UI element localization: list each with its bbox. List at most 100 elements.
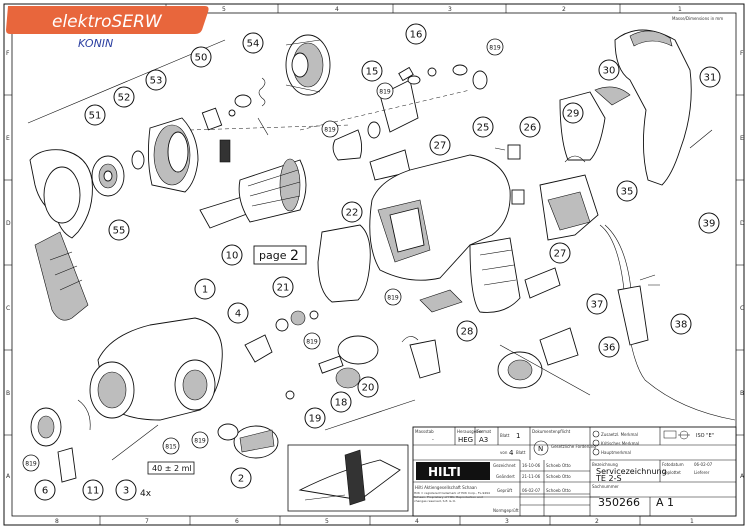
- gear-assembly-drawing: [497, 327, 591, 396]
- tb-normgeprueft-label: Normgeprüft: [493, 508, 519, 513]
- callout-27: 27: [549, 242, 571, 264]
- tb-gesetz: Gesetzliche Forderung: [551, 444, 596, 449]
- callout-52: 52: [113, 86, 135, 108]
- tb-blatt-label: Blatt: [500, 433, 510, 438]
- circlip-11-drawing: [77, 399, 91, 431]
- border-ticks: [4, 4, 744, 525]
- piston-drawing: [332, 64, 488, 161]
- selector-knob-drawing: [217, 423, 279, 459]
- page-reference-box[interactable]: page 2: [253, 245, 307, 265]
- right-grid-letter: C: [740, 305, 744, 312]
- callout-circle: [82, 479, 104, 501]
- callout-label: 28: [461, 327, 474, 338]
- right-grid-letter: F: [740, 50, 744, 57]
- page-word: page: [259, 249, 287, 262]
- tb-fotodatum-value: 06-02-07: [694, 462, 713, 467]
- callout-circle: [304, 407, 326, 429]
- callout-circle: [486, 38, 504, 56]
- callout-circle: [108, 219, 130, 241]
- callout-circle: [194, 278, 216, 300]
- tb-herausgeber-value: HEG: [458, 436, 473, 444]
- page-number: 2: [290, 248, 299, 264]
- right-grid-letter: D: [740, 220, 745, 227]
- callout-label: 819: [324, 127, 336, 134]
- callout-circle: [616, 180, 638, 202]
- bottom-grid-number: 8: [55, 518, 59, 525]
- callout-label: 3: [123, 486, 129, 497]
- hilti-logo: HILTI: [428, 465, 461, 479]
- callout-circle: [221, 244, 243, 266]
- callout-label: 819: [306, 339, 318, 346]
- tb-fotodatum-label: Fotodatum: [662, 462, 684, 467]
- tb-geaendert-label: Geändert: [496, 474, 515, 479]
- top-grid-number: 1: [678, 6, 682, 13]
- callout-26: 26: [519, 116, 541, 138]
- callout-28: 28: [456, 320, 478, 342]
- tb-bezeichnung-label: Bezeichnung: [592, 462, 618, 467]
- callout-circle: [698, 212, 720, 234]
- callout-label: 35: [621, 187, 634, 198]
- callout-55: 55: [108, 219, 130, 241]
- callout-label: 21: [277, 283, 290, 294]
- callout-circle: [598, 336, 620, 358]
- small-parts-50-drawing: [201, 77, 269, 163]
- tb-geprueft-date: 06-02-07: [522, 488, 541, 493]
- callout-4: 4: [227, 302, 249, 324]
- callout-label: 29: [567, 109, 580, 120]
- washers-21-drawing: [275, 310, 319, 332]
- callout-50: 50: [190, 46, 212, 68]
- callout-21: 21: [272, 276, 294, 298]
- callout-label: 52: [118, 93, 131, 104]
- plate-28-drawing: [419, 289, 463, 313]
- callout-label: 2: [238, 474, 244, 485]
- tb-format-value: A3: [479, 436, 488, 444]
- tb-masstab-label: Massstab: [415, 429, 434, 434]
- callout-39: 39: [698, 212, 720, 234]
- chuck-drawing: [147, 117, 199, 193]
- callout-label: 55: [113, 226, 126, 237]
- callout-25: 25: [472, 116, 494, 138]
- callout-label: 39: [703, 219, 716, 230]
- logo-city: KONIN: [78, 37, 113, 50]
- callout-819: 819: [321, 120, 339, 138]
- callout-819: 819: [22, 454, 40, 472]
- tb-bezeichnung-1: Servicezeichnung: [596, 467, 667, 476]
- svg-text:N: N: [538, 445, 543, 453]
- callout-label: 36: [603, 343, 616, 354]
- callout-circle: [341, 201, 363, 223]
- tb-geaendert-date: 21-11-06: [522, 474, 541, 479]
- callout-label: 20: [362, 383, 375, 394]
- tb-doc-label: Dokumentenpflicht: [532, 429, 571, 434]
- lever-drawing: [244, 334, 273, 363]
- callout-circle: [162, 437, 180, 455]
- tb-geprueft-label: Geprüft: [497, 488, 513, 493]
- quantity-note: 4x: [140, 489, 152, 499]
- callout-circle: [145, 69, 167, 91]
- callout-label: 819: [194, 438, 206, 445]
- tb-sachnummer-label: Sachnummer: [592, 484, 619, 489]
- callout-20: 20: [357, 376, 379, 398]
- tb-von-suffix: Blatt: [516, 450, 526, 455]
- callout-38: 38: [670, 313, 692, 335]
- units-note: Masse/Dimensions in mm: [672, 16, 723, 21]
- callout-label: 25: [477, 123, 490, 134]
- inset-detail: [287, 444, 409, 512]
- tb-format-label: Format: [477, 429, 492, 434]
- callout-15: 15: [361, 60, 383, 82]
- callout-label: 1: [202, 285, 208, 296]
- callout-label: 815: [165, 444, 177, 451]
- callout-label: 53: [150, 76, 163, 87]
- callout-label: 10: [226, 251, 239, 262]
- right-grid-letter: A: [740, 473, 745, 480]
- callout-label: 819: [387, 295, 399, 302]
- tag-drawing: [57, 447, 77, 483]
- tb-masstab-value: -: [432, 437, 434, 443]
- callout-19: 19: [304, 407, 326, 429]
- ring-52-drawing: [131, 150, 145, 170]
- callout-37: 37: [586, 293, 608, 315]
- callout-10: 10: [221, 244, 243, 266]
- callout-36: 36: [598, 336, 620, 358]
- callout-27: 27: [429, 134, 451, 156]
- tb-geaendert-name: Schoeb Otto: [546, 474, 571, 479]
